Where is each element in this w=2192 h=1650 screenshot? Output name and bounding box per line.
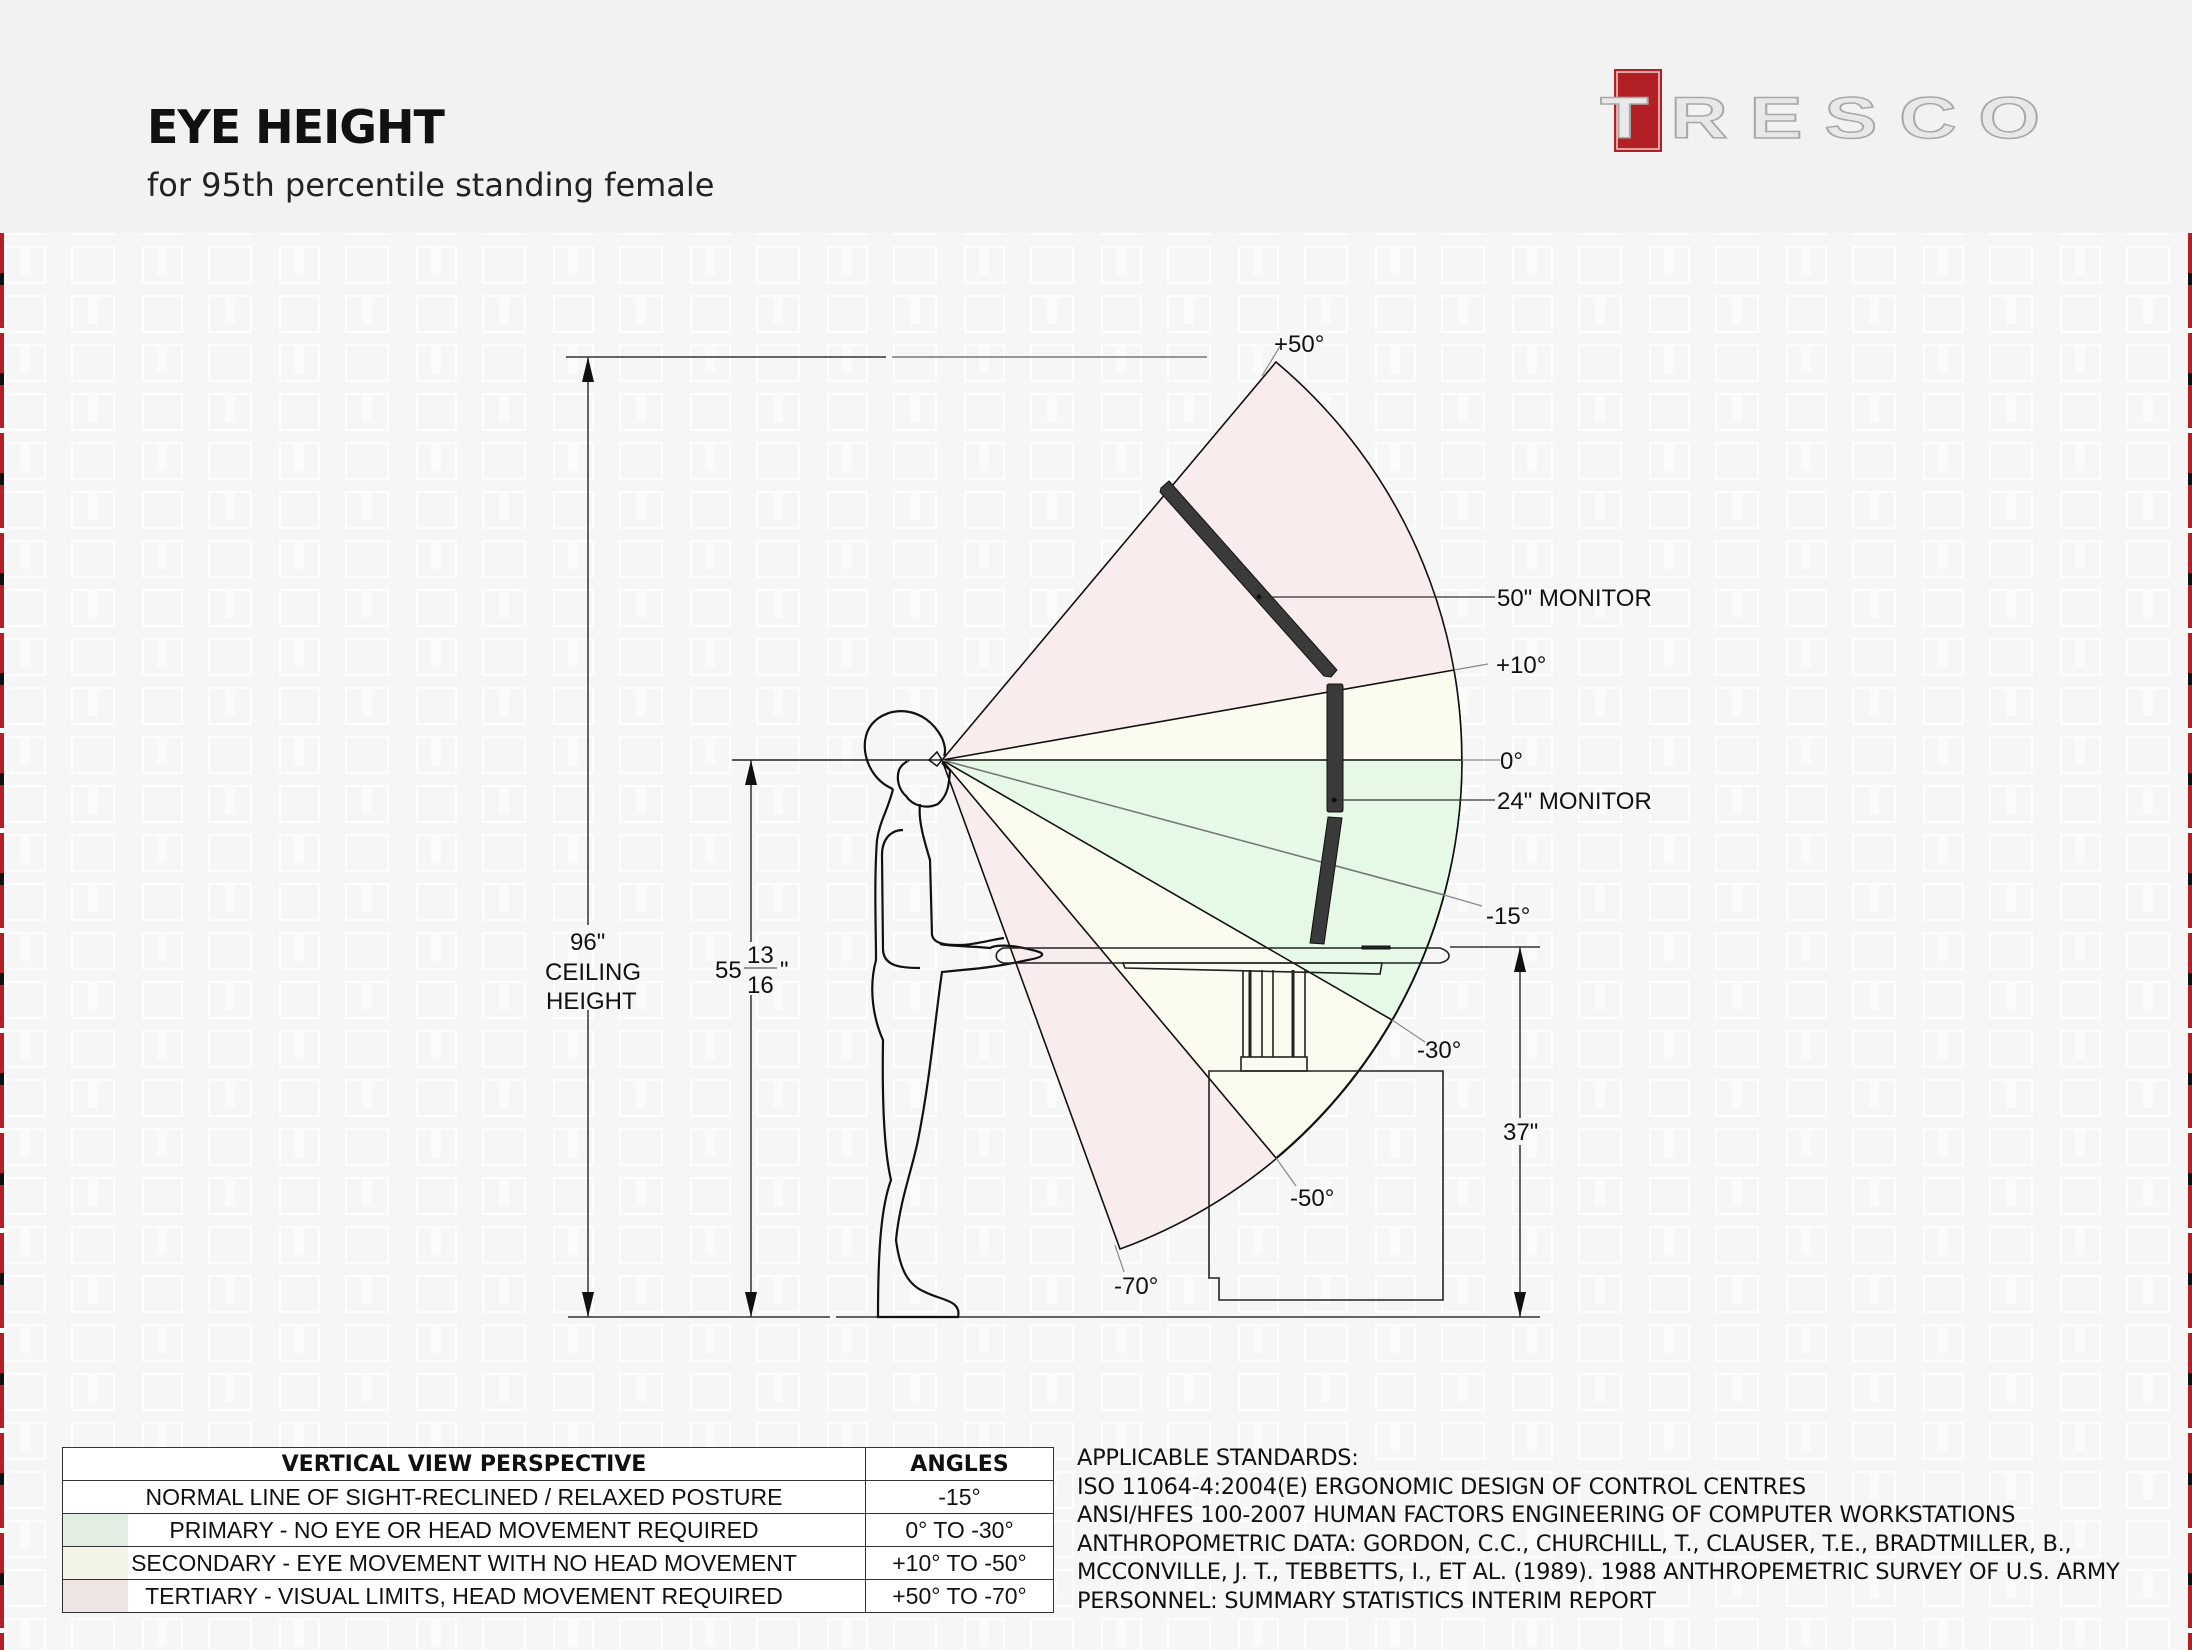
right-border-stripe [2188,233,2192,1650]
callout-24-inch-monitor: 24" MONITOR [1497,788,1652,815]
standing-female-figure [863,710,1044,1319]
tertiary-color-swatch [63,1580,128,1612]
left-border-stripe [0,233,4,1650]
console-desk [995,947,1450,1316]
monitor-24-inch-upper [1326,683,1344,813]
callout-50-inch-monitor: 50" MONITOR [1497,585,1652,612]
monitor-50-inch [1159,480,1338,678]
eye-glyph [927,750,943,768]
angle-leaders [1114,342,1500,1273]
legend-label: NORMAL LINE OF SIGHT-RECLINED / RELAXED … [62,1480,866,1514]
desk-underside [1121,962,1383,975]
face-outline [896,759,952,808]
angle-label-zero: 0° [1500,748,1523,775]
legend-row-secondary: SECONDARY - EYE MOVEMENT WITH NO HEAD MO… [62,1546,1054,1580]
page-subtitle: for 95th percentile standing female [147,166,715,204]
header-band: EYE HEIGHT for 95th percentile standing … [0,0,2192,233]
callout-dot-24 [1331,797,1337,803]
monitors [1159,480,1391,950]
secondary-color-swatch [63,1547,128,1579]
eye-height-numerator: 13 [747,942,774,969]
primary-color-swatch [63,1514,128,1546]
legend-row-normal: NORMAL LINE OF SIGHT-RECLINED / RELAXED … [62,1480,1054,1514]
eye-height-whole: 55 [715,957,742,984]
legend-label-text: PRIMARY - NO EYE OR HEAD MOVEMENT REQUIR… [169,1516,759,1543]
angle-label-minus30: -30° [1417,1037,1461,1064]
legend-angles: 0° TO -30° [865,1513,1054,1547]
drawing-background [0,233,2192,1650]
monitor-24-inch-lower [1309,816,1343,945]
angle-label-minus70: -70° [1114,1273,1158,1300]
desk-top [995,947,1450,964]
leveling-feet [1224,1299,1422,1316]
angle-label-minus50: -50° [1290,1185,1334,1212]
legend-label: TERTIARY - VISUAL LIMITS, HEAD MOVEMENT … [62,1579,866,1613]
eye-height-unit: " [780,957,789,984]
angle-label-minus15: -15° [1486,903,1530,930]
legend-header-perspective: VERTICAL VIEW PERSPECTIVE [62,1447,866,1481]
logo-red-block [1614,69,1662,152]
eye-height-denominator: 16 [747,972,774,999]
vertical-view-legend-table: VERTICAL VIEW PERSPECTIVE ANGLES NORMAL … [62,1447,1054,1613]
monitor-callout-leaders [1259,596,1495,801]
desk-height-value: 37" [1503,1119,1538,1146]
vision-zones [939,360,1463,1251]
standards-line: ISO 11064-4:2004(E) ERGONOMIC DESIGN OF … [1077,1473,1806,1500]
ceiling-dimension [566,356,1207,1317]
ceiling-height-label-2: HEIGHT [546,988,637,1015]
desk-height-dimension [1450,946,1540,1317]
legend-row-primary: PRIMARY - NO EYE OR HEAD MOVEMENT REQUIR… [62,1513,1054,1547]
tresco-logo: TRESCO [1600,69,2062,152]
standards-line: PERSONNEL: SUMMARY STATISTICS INTERIM RE… [1077,1587,1656,1614]
standards-line: MCCONVILLE, J. T., TEBBETTS, I., ET AL. … [1077,1559,2120,1586]
standards-heading: APPLICABLE STANDARDS: [1077,1445,1359,1471]
standards-line: ANTHROPOMETRIC DATA: GORDON, C.C., CHURC… [1077,1530,2072,1557]
page-title: EYE HEIGHT [147,100,445,154]
normal-sight-line [941,759,1445,896]
angle-label-plus10: +10° [1496,652,1546,679]
desk-device [1361,945,1391,950]
inner-arm-outline [880,828,921,970]
callout-dot-50 [1256,594,1262,600]
legend-label-text: TERTIARY - VISUAL LIMITS, HEAD MOVEMENT … [145,1582,783,1609]
ceiling-height-value: 96" [570,929,605,956]
angle-label-plus50: +50° [1274,331,1324,358]
ceiling-height-label-1: CEILING [545,959,641,986]
legend-label: PRIMARY - NO EYE OR HEAD MOVEMENT REQUIR… [62,1513,866,1547]
legend-label-text: NORMAL LINE OF SIGHT-RECLINED / RELAXED … [145,1483,783,1510]
desk-cabinet [1208,1070,1444,1301]
head-outline [863,710,947,791]
legend-header-row: VERTICAL VIEW PERSPECTIVE ANGLES [62,1447,1054,1481]
legend-row-tertiary: TERTIARY - VISUAL LIMITS, HEAD MOVEMENT … [62,1579,1054,1613]
legend-label: SECONDARY - EYE MOVEMENT WITH NO HEAD MO… [62,1546,866,1580]
legend-angles: +10° TO -50° [865,1546,1054,1580]
legend-angles: +50° TO -70° [865,1579,1054,1613]
body-outline [871,788,1044,1319]
applicable-standards: APPLICABLE STANDARDS: ISO 11064-4:2004(E… [1077,1444,2177,1616]
arm-outline [918,803,1005,947]
legend-label-text: SECONDARY - EYE MOVEMENT WITH NO HEAD MO… [131,1549,797,1576]
eye-height-dimension [744,760,777,1317]
logo-wordmark: TRESCO [1600,86,2062,151]
standards-line: ANSI/HFES 100-2007 HUMAN FACTORS ENGINEE… [1077,1502,2016,1529]
legend-angles: -15° [865,1480,1054,1514]
legend-header-angles: ANGLES [865,1447,1054,1481]
